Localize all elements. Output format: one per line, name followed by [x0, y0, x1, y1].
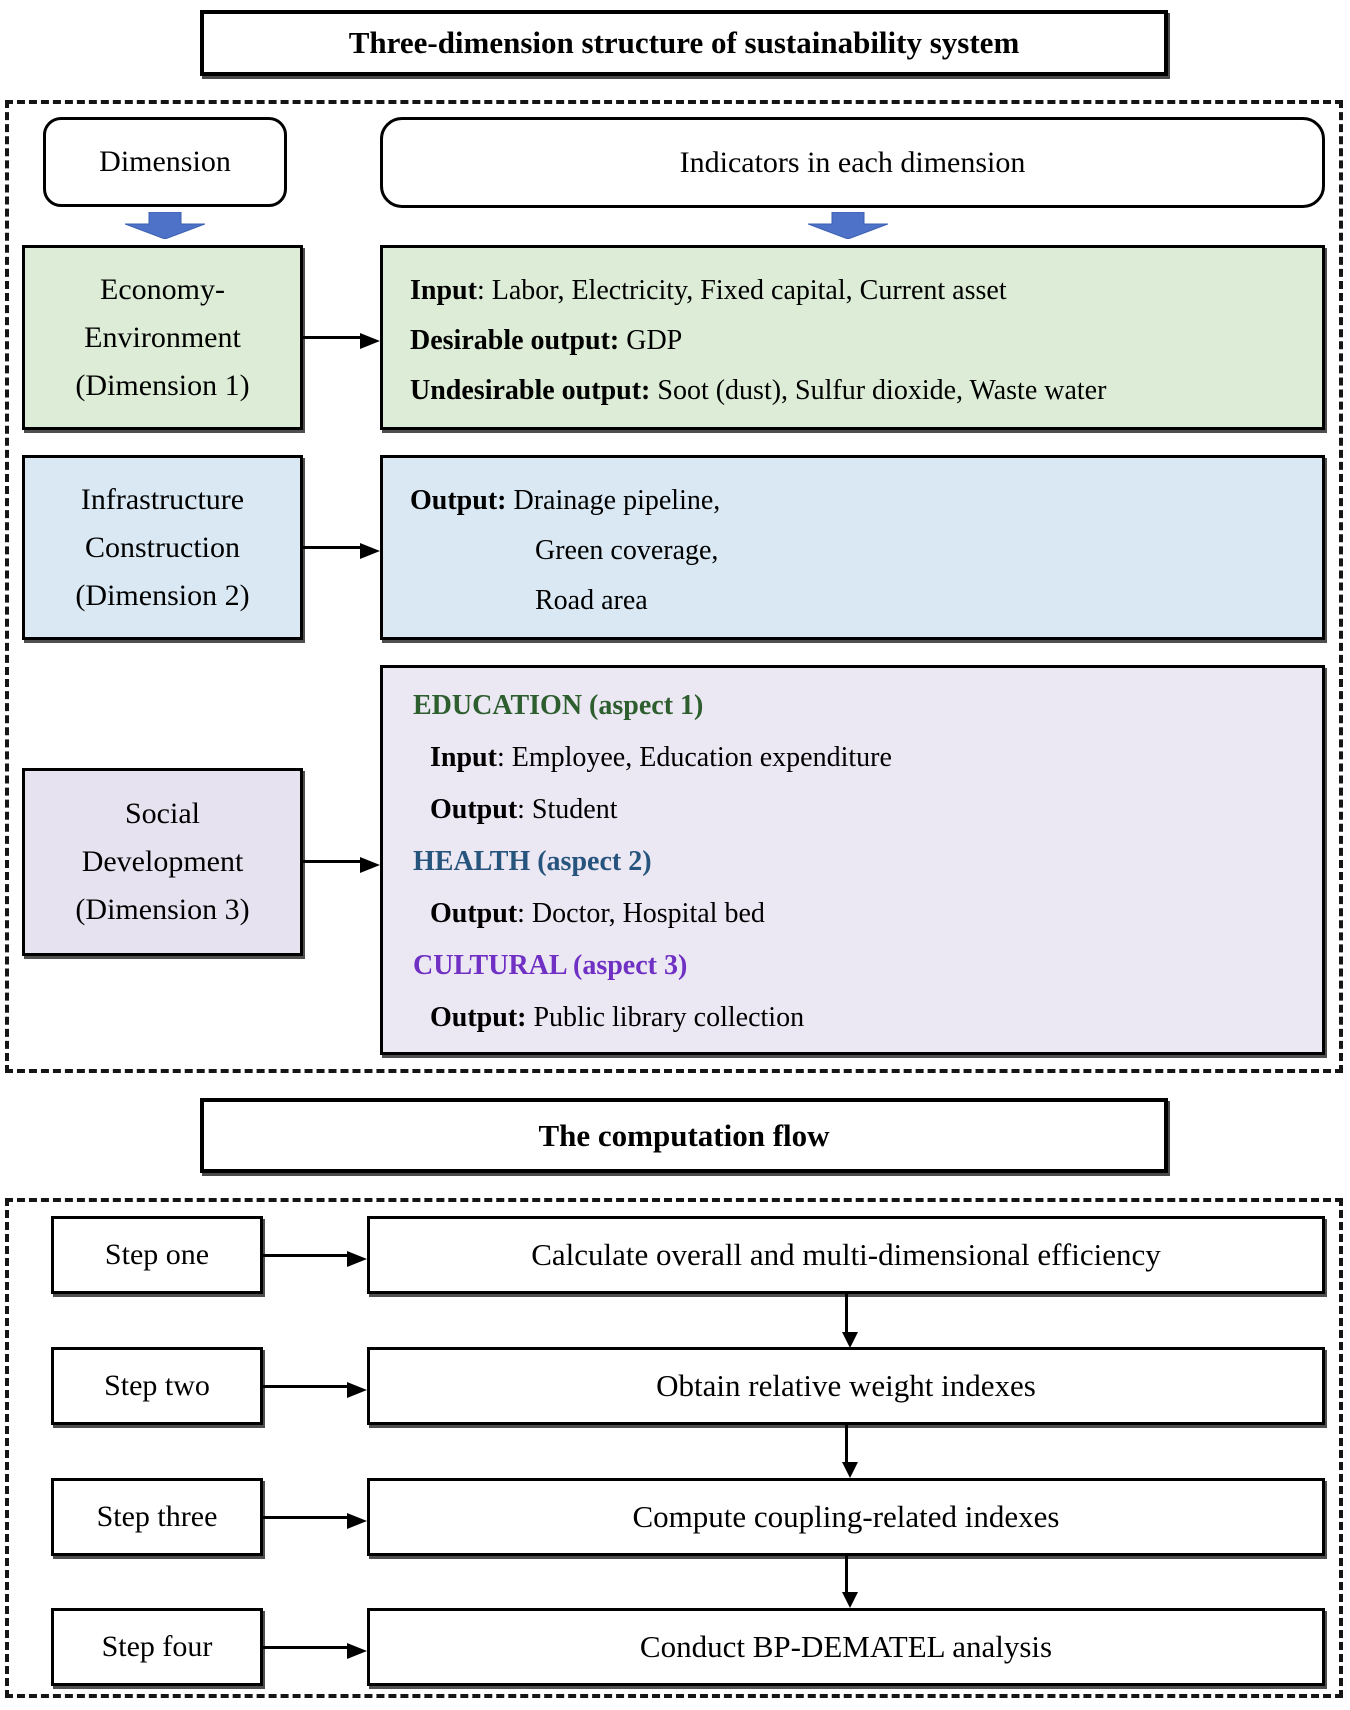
step-four-box: Step four — [51, 1608, 263, 1686]
dimension-2-line: Infrastructure — [80, 482, 245, 516]
flow-connector-arrow — [841, 1556, 858, 1608]
dimension-header-box: Dimension — [43, 117, 287, 207]
flow-title: The computation flow — [538, 1117, 830, 1153]
step-two-label: Step two — [104, 1369, 210, 1402]
structure-panel-border — [5, 100, 1343, 1073]
connector-arrow-dimension-2 — [303, 542, 380, 559]
flow-connector-arrow — [841, 1425, 858, 1478]
indicator-box-dimension-3: EDUCATION (aspect 1) Input: Employee, Ed… — [380, 665, 1325, 1055]
indicator-box-dimension-2: Output: Drainage pipeline, Green coverag… — [380, 455, 1325, 640]
down-arrow-icon — [125, 212, 205, 239]
step-four-label: Step four — [101, 1630, 213, 1663]
indicator-line: Output: Drainage pipeline, — [410, 485, 721, 516]
step-two-box: Step two — [51, 1347, 263, 1425]
step-four-arrow — [263, 1642, 367, 1659]
indicator-line: Desirable output: GDP — [410, 325, 683, 356]
indicator-line: Green coverage, — [535, 535, 719, 566]
indicator-line: Output: Public library collection — [430, 1002, 805, 1033]
step-one-box: Step one — [51, 1216, 263, 1294]
dimension-box-infrastructure-construction: Infrastructure Construction (Dimension 2… — [22, 455, 303, 640]
down-arrow-shape — [808, 212, 888, 239]
indicator-line: Output: Doctor, Hospital bed — [430, 898, 765, 929]
step-one-label: Step one — [104, 1238, 210, 1271]
step-four-action: Conduct BP-DEMATEL analysis — [639, 1629, 1053, 1664]
structure-title-box: Three-dimension structure of sustainabil… — [200, 10, 1168, 76]
connector-arrow-dimension-3 — [303, 856, 380, 873]
step-three-action: Compute coupling-related indexes — [632, 1499, 1060, 1534]
step-two-action-box: Obtain relative weight indexes — [367, 1347, 1325, 1425]
indicator-box-dimension-1: Input: Labor, Electricity, Fixed capital… — [380, 245, 1325, 430]
dimension-1-line: Economy- — [100, 272, 225, 306]
indicators-header-label: Indicators in each dimension — [679, 145, 1026, 179]
step-three-arrow — [263, 1512, 367, 1529]
indicator-line: Input: Employee, Education expenditure — [430, 742, 892, 773]
connector-arrow-dimension-1 — [303, 332, 380, 349]
aspect-heading-health: HEALTH (aspect 2) — [413, 846, 652, 877]
step-one-action: Calculate overall and multi-dimensional … — [531, 1237, 1161, 1272]
step-three-box: Step three — [51, 1478, 263, 1556]
aspect-heading-education: EDUCATION (aspect 1) — [413, 690, 704, 721]
flow-connector-arrow — [841, 1294, 858, 1348]
step-one-arrow — [263, 1250, 367, 1267]
dimension-1-line: Environment — [84, 320, 241, 354]
dimension-2-line: Construction — [85, 530, 240, 564]
structure-title: Three-dimension structure of sustainabil… — [348, 25, 1020, 60]
step-one-action-box: Calculate overall and multi-dimensional … — [367, 1216, 1325, 1294]
aspect-heading-cultural: CULTURAL (aspect 3) — [413, 950, 688, 981]
flow-title-box: The computation flow — [200, 1098, 1168, 1173]
dimension-header-label: Dimension — [99, 145, 231, 178]
down-arrow-shape — [125, 212, 205, 239]
dimension-3-line: (Dimension 3) — [75, 893, 250, 926]
step-four-action-box: Conduct BP-DEMATEL analysis — [367, 1608, 1325, 1686]
indicator-line: Output: Student — [430, 794, 618, 825]
dimension-2-line: (Dimension 2) — [75, 578, 250, 612]
indicator-line: Road area — [535, 585, 648, 616]
step-three-action-box: Compute coupling-related indexes — [367, 1478, 1325, 1556]
indicators-header-box: Indicators in each dimension — [380, 117, 1325, 208]
dimension-box-social-development: Social Development (Dimension 3) — [22, 768, 303, 956]
dimension-3-line: Development — [81, 845, 244, 878]
dimension-box-economy-environment: Economy- Environment (Dimension 1) — [22, 245, 303, 430]
step-two-arrow — [263, 1381, 367, 1398]
dimension-1-line: (Dimension 1) — [75, 368, 250, 402]
indicator-line: Input: Labor, Electricity, Fixed capital… — [410, 275, 1007, 306]
step-two-action: Obtain relative weight indexes — [656, 1368, 1036, 1403]
flow-panel-border — [5, 1198, 1343, 1698]
indicator-line: Undesirable output: Soot (dust), Sulfur … — [410, 375, 1107, 406]
dimension-3-line: Social — [125, 797, 200, 830]
step-three-label: Step three — [96, 1500, 218, 1533]
down-arrow-icon — [808, 212, 888, 239]
